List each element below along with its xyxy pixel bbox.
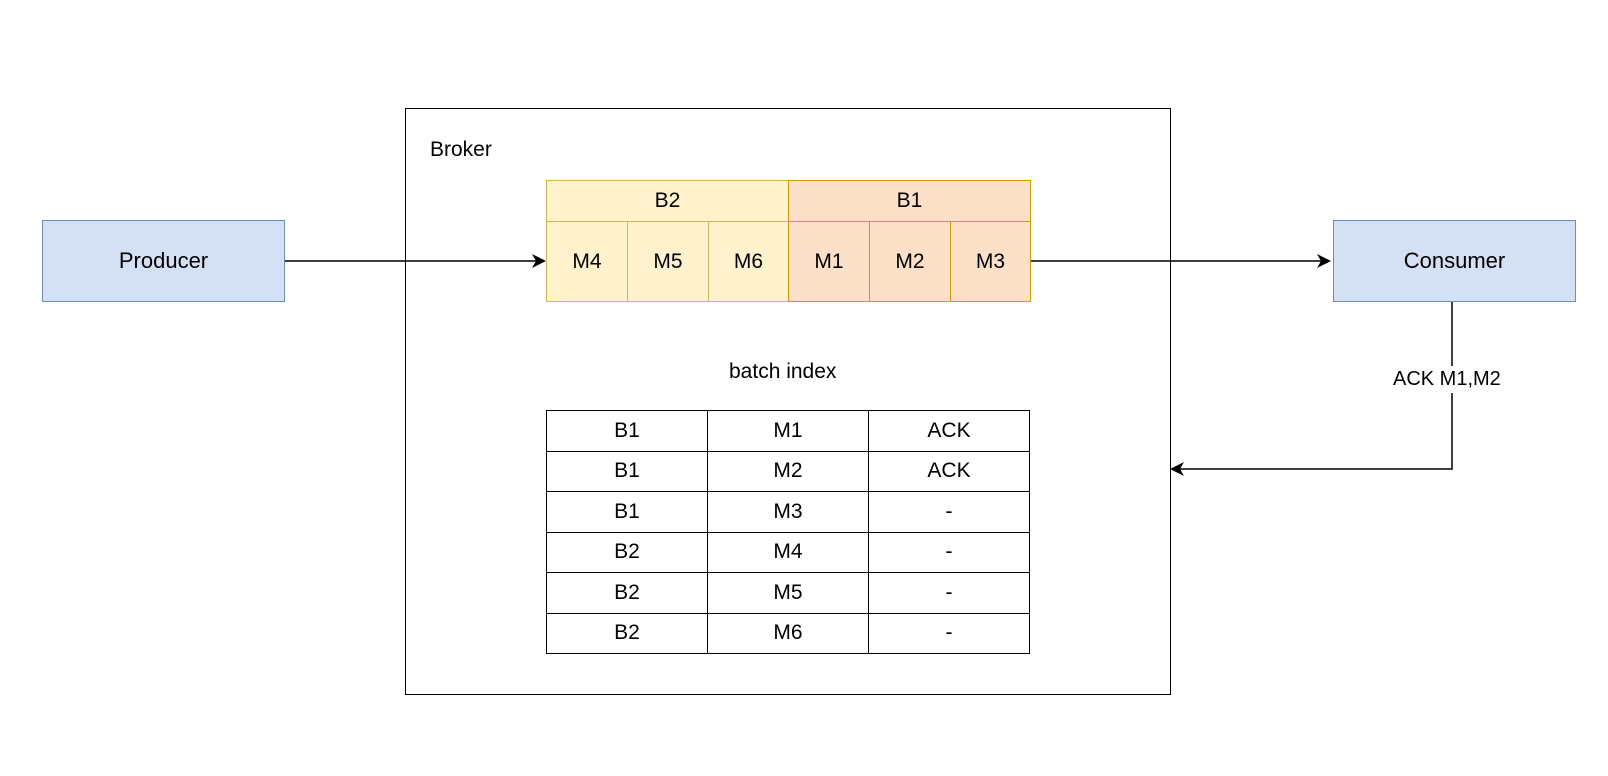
table-row: B2 M5 - (546, 572, 1030, 614)
ack-arrow (1170, 301, 1453, 476)
batch-index-table: B1 M1 ACK B1 M2 ACK B1 M3 - B2 M4 - B2 M… (546, 410, 1030, 654)
ack-status-cell: - (868, 491, 1030, 533)
ack-status-cell: ACK (868, 410, 1030, 452)
ack-status-cell: - (868, 572, 1030, 614)
batch-header-label: B1 (896, 189, 923, 212)
ack-status-cell: ACK (868, 450, 1030, 492)
message-cell: M1 (707, 410, 869, 452)
consumer-node: Consumer (1333, 220, 1576, 302)
batch-cell: B2 (546, 572, 708, 614)
message-cell-m5: M5 (627, 221, 709, 302)
batch-cell: B1 (546, 450, 708, 492)
broker-box (405, 108, 1171, 695)
table-row: B1 M2 ACK (546, 450, 1030, 492)
message-cell-m4: M4 (546, 221, 628, 302)
message-cell: M5 (707, 572, 869, 614)
message-cell: M2 (707, 450, 869, 492)
message-label: M1 (814, 249, 844, 273)
table-row: B1 M3 - (546, 491, 1030, 533)
message-label: M3 (975, 249, 1006, 273)
message-cell-m3: M3 (950, 221, 1031, 302)
message-label: M6 (733, 249, 764, 273)
message-label: M2 (895, 249, 925, 273)
batch-index-title: batch index (729, 360, 837, 383)
ack-status-cell: - (868, 612, 1030, 654)
table-row: B2 M6 - (546, 612, 1030, 654)
table-row: B1 M1 ACK (546, 410, 1030, 452)
message-cell-m2: M2 (869, 221, 951, 302)
message-cell: M3 (707, 491, 869, 533)
message-cell-m6: M6 (708, 221, 789, 302)
broker-label: Broker (430, 138, 492, 161)
producer-label: Producer (118, 248, 209, 273)
message-cell-m1: M1 (788, 221, 870, 302)
consumer-label: Consumer (1403, 248, 1506, 273)
message-label: M4 (572, 249, 602, 273)
producer-node: Producer (42, 220, 285, 302)
ack-edge-label: ACK M1,M2 (1393, 366, 1501, 393)
message-cell: M4 (707, 531, 869, 573)
batch-cell: B2 (546, 531, 708, 573)
ack-status-cell: - (868, 531, 1030, 573)
batch-header-b2: B2 (546, 180, 789, 222)
message-cell: M6 (707, 612, 869, 654)
batch-header-label: B2 (654, 189, 681, 212)
table-row: B2 M4 - (546, 531, 1030, 573)
batch-cell: B2 (546, 612, 708, 654)
batch-cell: B1 (546, 410, 708, 452)
message-label: M5 (653, 249, 683, 273)
batch-header-b1: B1 (788, 180, 1031, 222)
batch-cell: B1 (546, 491, 708, 533)
